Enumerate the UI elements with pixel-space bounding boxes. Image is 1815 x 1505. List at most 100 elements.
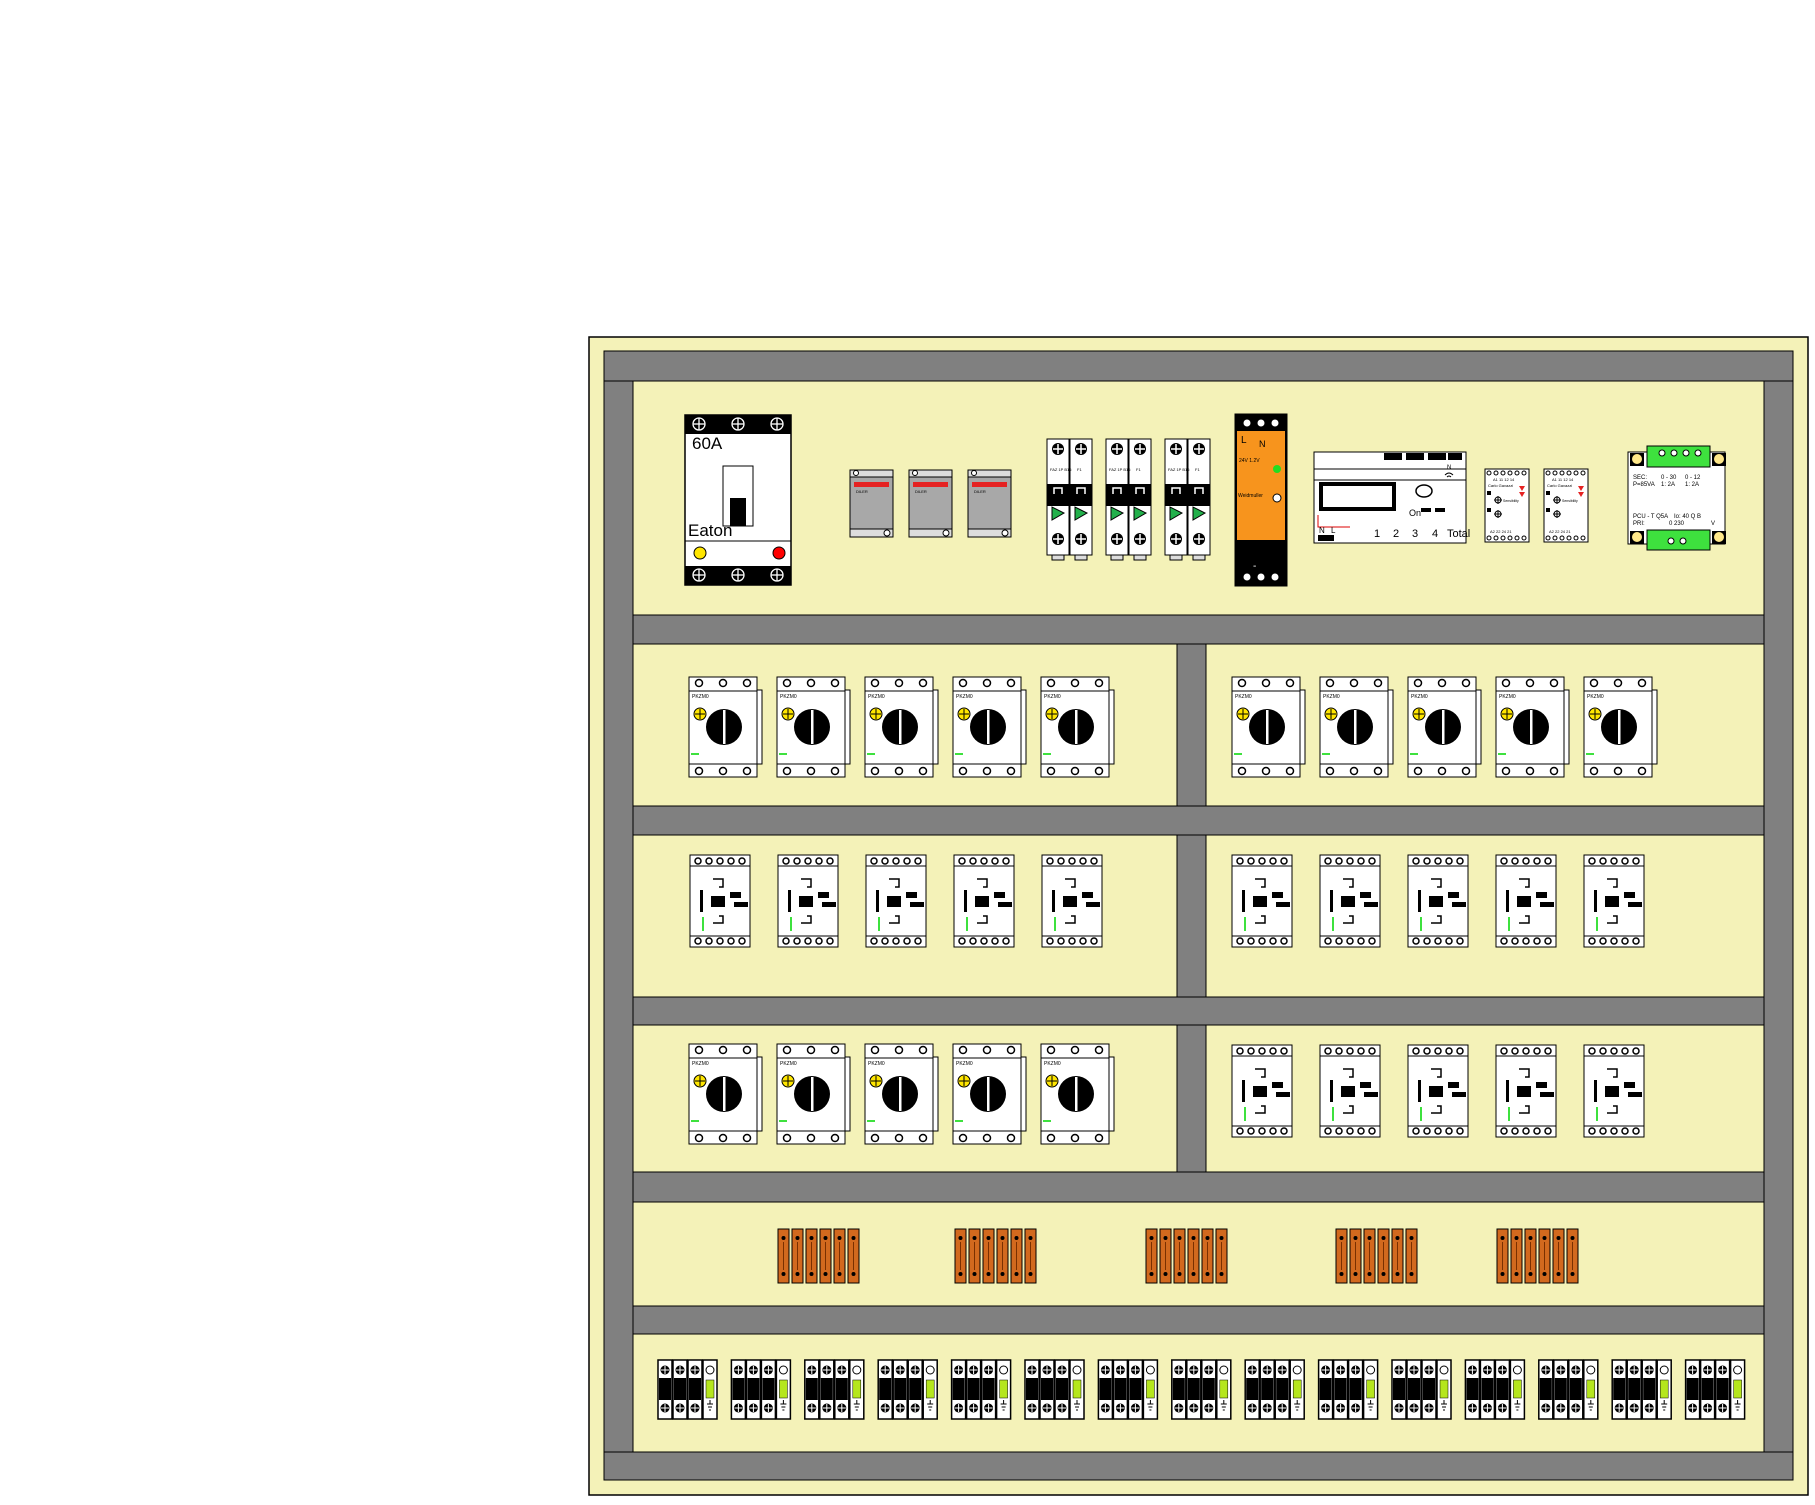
psu-label-l: L — [1241, 435, 1247, 446]
mcb: FAZ 1P B16 F1 — [1164, 438, 1211, 561]
small-relay-label: DILER — [856, 489, 868, 494]
breaker-block — [730, 1359, 792, 1420]
main-breaker: 60A Eaton — [684, 414, 792, 586]
motor-protector-label: PKZM0 — [868, 1061, 885, 1067]
motor-protector-label: PKZM0 — [1499, 694, 1516, 700]
controller-channel-label: 1 — [1374, 528, 1380, 540]
controller-label-l: L — [1331, 526, 1336, 535]
breaker-block — [1538, 1359, 1599, 1420]
ground-icon — [1587, 1400, 1594, 1411]
motor-protector-label: PKZM0 — [1587, 694, 1604, 700]
motor-protector: PKZM0 — [688, 676, 763, 778]
contactor — [1583, 854, 1645, 948]
controller-channel-label: 4 — [1432, 528, 1438, 540]
triangle-icon — [1519, 486, 1525, 491]
transformer-sec: SEC: — [1633, 475, 1647, 481]
controller-label-on: On — [1409, 508, 1421, 518]
motor-protector: PKZM0 — [864, 676, 939, 778]
breaker-blocks — [657, 1359, 1746, 1420]
motor-protector-label: PKZM0 — [868, 694, 885, 700]
motor-protector: PKZM0 — [1040, 1043, 1115, 1145]
contactor — [777, 854, 839, 948]
controller-channel-label: 3 — [1412, 528, 1418, 540]
motor-protector: PKZM0 — [776, 1043, 851, 1145]
mcb-label: FAZ 1P B16 — [1109, 467, 1131, 472]
contactor — [865, 854, 927, 948]
ground-icon — [1000, 1400, 1007, 1411]
controller-label-n: N — [1319, 526, 1325, 535]
controller-display — [1319, 482, 1396, 511]
breaker-block — [1684, 1359, 1746, 1420]
breaker-block — [1317, 1359, 1379, 1420]
monitor-relay-brand: Carlo Gavazzi — [1547, 483, 1572, 488]
vertical-divider-1 — [1176, 643, 1207, 807]
breaker-block — [1391, 1359, 1452, 1420]
contactor — [689, 854, 751, 948]
triangle-icon — [1578, 486, 1584, 491]
vertical-divider-2 — [1176, 834, 1207, 998]
motor-protector: PKZM0 — [864, 1043, 939, 1145]
mcb-label-right: F1 — [1195, 467, 1200, 472]
motor-protector: PKZM0 — [776, 676, 851, 778]
triangle-icon — [1519, 492, 1525, 497]
motor-protector-label: PKZM0 — [780, 1061, 797, 1067]
controller-channel-label: Total — [1447, 528, 1470, 540]
breaker-block — [657, 1359, 718, 1420]
arrow-icon — [1051, 506, 1066, 521]
transformer-rating: P=85VA — [1633, 482, 1655, 488]
indicator-yellow — [693, 546, 707, 560]
transformer-pri: PRI: — [1633, 521, 1645, 527]
din-rail-5 — [632, 1305, 1765, 1335]
ground-icon — [1147, 1400, 1154, 1411]
main-breaker-brand: Eaton — [688, 521, 732, 540]
terminal-group — [1145, 1228, 1228, 1284]
ground-icon — [707, 1400, 713, 1411]
rail-top — [603, 350, 1794, 382]
mcb-label-right: F1 — [1136, 467, 1141, 472]
ground-icon — [1294, 1400, 1301, 1411]
mcb-label-right: F1 — [1077, 467, 1082, 472]
device-row — [689, 854, 1645, 948]
contactor — [1231, 854, 1293, 948]
rail-bottom — [603, 1451, 1794, 1481]
motor-protector-label: PKZM0 — [1235, 694, 1252, 700]
monitor-relay-top: A1 11 12 14 — [1493, 477, 1515, 482]
mcb-label: FAZ 1P B16 — [1168, 467, 1190, 472]
contactor — [1319, 1044, 1381, 1138]
motor-protector: PKZM0 — [1583, 676, 1658, 778]
breaker-block — [1024, 1359, 1085, 1420]
terminal-group — [954, 1228, 1037, 1284]
contactor — [1231, 1044, 1293, 1138]
ground-icon — [1661, 1400, 1668, 1411]
motor-protector-label: PKZM0 — [692, 1061, 709, 1067]
transformer-model-2: Io: 40 Q B — [1674, 514, 1701, 520]
arrow-icon — [1110, 506, 1125, 521]
contactor — [1495, 854, 1557, 948]
triangle-icon — [1578, 492, 1584, 497]
motor-protector-label: PKZM0 — [1411, 694, 1428, 700]
motor-protector: PKZM0 — [1407, 676, 1482, 778]
small-relay-label: DILER — [974, 489, 986, 494]
breaker-block — [1097, 1359, 1159, 1420]
motor-protector-label: PKZM0 — [1323, 694, 1340, 700]
motor-protector-label: PKZM0 — [1044, 694, 1061, 700]
ground-icon — [1514, 1400, 1521, 1411]
breaker-block — [950, 1359, 1012, 1420]
transformer-i2: 1: 2A — [1685, 482, 1699, 488]
ground-icon — [853, 1400, 860, 1411]
terminal-blocks — [777, 1228, 1579, 1284]
breaker-block — [1611, 1359, 1672, 1420]
transformer-i1: 1: 2A — [1661, 482, 1675, 488]
motor-protector: PKZM0 — [688, 1043, 763, 1145]
contactor — [1583, 1044, 1645, 1138]
arrow-icon — [1169, 506, 1184, 521]
transformer-sec-v1: 0 - 30 — [1661, 475, 1677, 481]
